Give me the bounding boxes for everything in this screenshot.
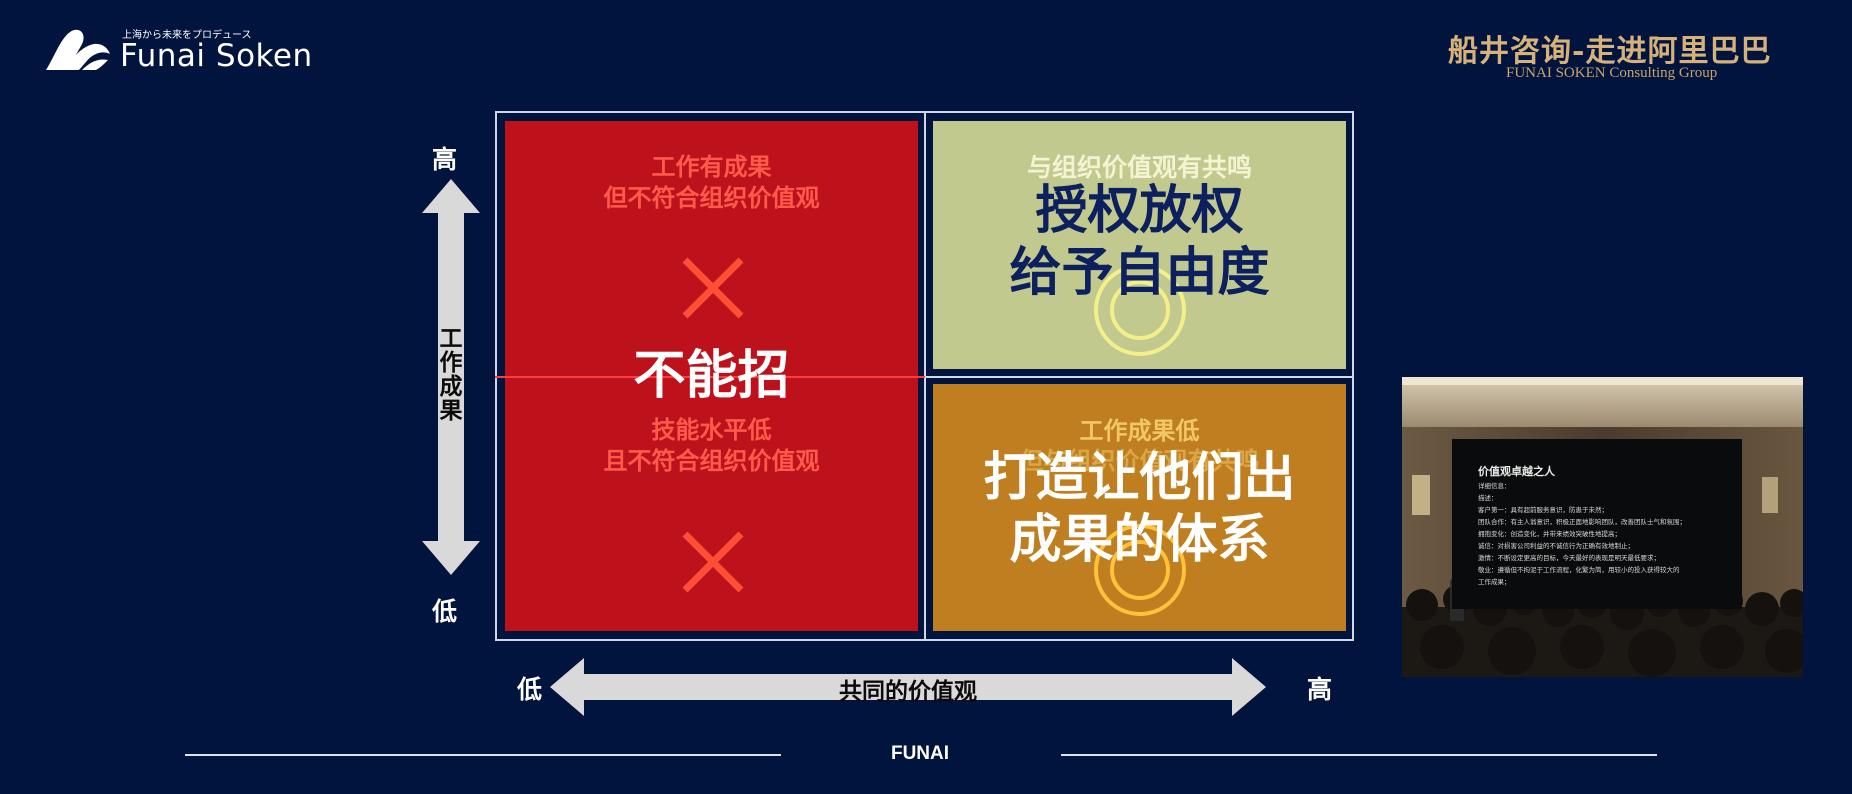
slide-line: 激情：不断设定更高的目标，今天最好的表现是明天最低要求； xyxy=(1478,554,1660,562)
orange-quadrant-main-label: 打造让他们出 成果的体系 xyxy=(933,447,1346,571)
horizontal-double-arrow-icon xyxy=(550,658,1266,716)
green-main-line-2: 给予自由度 xyxy=(1009,243,1270,303)
green-quadrant-main-label: 授权放权 给予自由度 xyxy=(933,180,1346,304)
slide-line: 诚信：对损害公司利益的不诚信行为正确有效地制止； xyxy=(1478,542,1634,550)
funai-soken-logo: 上海から未来をプロデュース Funai Soken xyxy=(42,24,322,76)
slide-line: 拥抱变化：创造变化，并带来绩效突破性地提高； xyxy=(1478,530,1621,538)
vertical-double-arrow-icon xyxy=(422,179,480,575)
red-quadrant-top-text: 工作有成果 但不符合组织价值观 xyxy=(505,152,918,214)
slide-line: 详细信息： xyxy=(1478,482,1511,490)
red-top-line-1: 工作有成果 xyxy=(651,153,772,181)
seminar-photo: 价值观卓越之人 详细信息： 描述： 客户第一：具有超前服务意识，防患于未然； 团… xyxy=(1402,377,1803,677)
wave-logo-icon xyxy=(46,29,110,71)
vertical-axis-label-char: 作 xyxy=(439,350,463,376)
orange-main-line-2: 成果的体系 xyxy=(1009,510,1270,570)
quadrant-orange xyxy=(933,384,1346,631)
slide-line: 敬业：遵循但不拘泥于工作流程，化繁为简，用较小的投入获得较大的 xyxy=(1478,566,1680,574)
red-top-line-2: 但不符合组织价值观 xyxy=(603,184,820,212)
slide-line: 工作成果； xyxy=(1478,578,1511,586)
brand-chinese-title: 船井咨询-走进阿里巴巴 xyxy=(1448,34,1772,69)
circle-ring-icon xyxy=(1094,524,1186,616)
vertical-axis-high: 高 xyxy=(432,145,458,174)
slide-line: 描述： xyxy=(1478,494,1498,502)
brand-header: 船井咨询-走进阿里巴巴 FUNAI SOKEN Consulting Group xyxy=(1440,26,1790,86)
red-quadrant-bottom-text: 技能水平低 且不符合组织价值观 xyxy=(505,415,918,477)
green-quadrant-top-text: 与组织价值观有共鸣 xyxy=(1026,153,1252,182)
cross-icon xyxy=(682,257,744,319)
slide-line: 客户第一：具有超前服务意识，防患于未然； xyxy=(1478,506,1608,514)
vertical-axis-label-char: 成 xyxy=(439,374,463,400)
quadrant-green xyxy=(933,121,1346,369)
slide-line: 团队合作：有主人翁意识，积极正面地影响团队，改善团队士气和氛围； xyxy=(1478,518,1686,526)
orange-quadrant-top-text: 工作成果低 xyxy=(1079,417,1200,445)
red-bottom-line-2: 且不符合组织价值观 xyxy=(603,447,820,475)
orange-main-line-1: 打造让他们出 xyxy=(983,448,1296,508)
slide-title: 价值观卓越之人 xyxy=(1478,465,1555,478)
footer-divider-right xyxy=(1061,754,1657,756)
red-quadrant-main-label: 不能招 xyxy=(633,346,790,406)
matrix-horizontal-divider-right xyxy=(926,376,1354,378)
logo-name: Funai Soken xyxy=(120,38,313,74)
vertical-axis-label: 工 作 成 果 xyxy=(436,327,466,423)
vertical-axis-low: 低 xyxy=(432,597,458,626)
cross-icon xyxy=(682,531,744,593)
horizontal-axis-label: 共同的价值观 xyxy=(839,679,977,705)
footer-divider-left xyxy=(185,754,781,756)
vertical-axis-label-char: 工 xyxy=(439,326,463,352)
presentation-screen xyxy=(1452,439,1742,609)
vertical-axis-label-char: 果 xyxy=(439,398,463,424)
green-main-line-1: 授权放权 xyxy=(1035,181,1244,241)
matrix-horizontal-divider-left xyxy=(495,376,925,378)
logo-tagline: 上海から未来をプロデュース xyxy=(122,30,252,41)
horizontal-axis-high: 高 xyxy=(1307,675,1333,704)
footer-brand: FUNAI xyxy=(890,743,950,764)
red-bottom-line-1: 技能水平低 xyxy=(651,416,772,444)
horizontal-axis-low: 低 xyxy=(517,675,543,704)
matrix-vertical-divider xyxy=(924,111,926,641)
orange-quadrant-obscured-text: 但与组织价值观有共鸣 xyxy=(1019,447,1260,475)
brand-english-subtitle: FUNAI SOKEN Consulting Group xyxy=(1506,65,1718,81)
circle-ring-icon xyxy=(1094,264,1186,356)
